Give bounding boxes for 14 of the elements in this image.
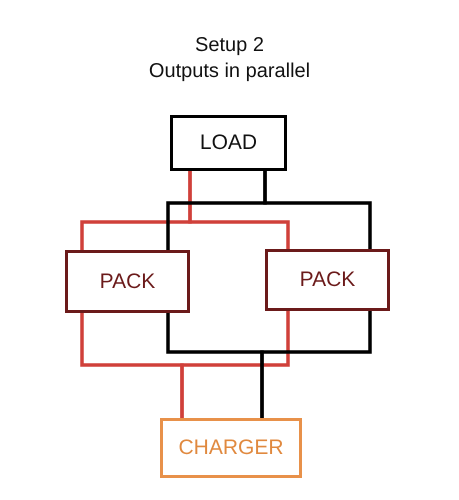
wire — [260, 311, 372, 418]
subtitle: Outputs in parallel — [148, 60, 310, 82]
component-box — [265, 249, 390, 311]
box-label: CHARGER — [178, 436, 284, 460]
wire — [180, 311, 290, 418]
box-label: LOAD — [200, 131, 258, 155]
component-box — [160, 418, 302, 478]
wire — [188, 171, 290, 249]
component-box — [65, 250, 190, 313]
box-label: PACK — [100, 270, 156, 294]
component-box — [170, 115, 287, 171]
wire — [263, 171, 372, 249]
diagram-title: Setup 2 — [194, 34, 265, 57]
box-label: PACK — [300, 268, 356, 292]
